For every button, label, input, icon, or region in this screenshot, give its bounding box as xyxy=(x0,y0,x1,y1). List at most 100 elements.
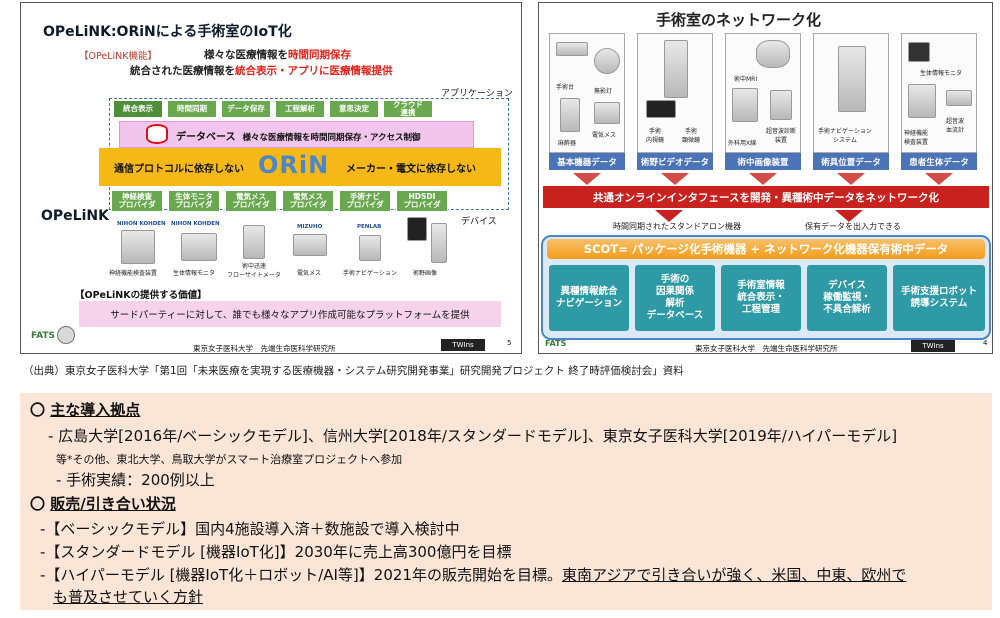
item-endoscope: 手術 内視鏡 xyxy=(646,128,665,144)
item-surgical-xray: 外科用X線 xyxy=(728,140,757,147)
device-brand-4: MIZUHO xyxy=(297,224,323,230)
sites-line-2: 等*その他、東北大学、鳥取大学がスマート治療室プロジェクトへ参加 xyxy=(56,453,403,466)
mri-image xyxy=(756,40,790,68)
provider-nerve-exam: 神経検査 プロバイダ xyxy=(111,190,163,212)
database-label: データベース 様々な医療情報を時間同期保存・アクセス制御 xyxy=(176,132,421,143)
tab-instrument-position: 術具位置データ xyxy=(813,153,889,170)
item-intraoperative-mri: 術中MRI xyxy=(734,76,758,83)
device-panel-basic: 手術台 無影灯 麻酔器 電気メス xyxy=(549,33,625,153)
provider-electrosurgical-2: 電気メス プロバイダ xyxy=(282,190,334,212)
right-slide: 手術室のネットワーク化 手術台 無影灯 麻酔器 電気メス 基本機器データ 手術 … xyxy=(538,2,993,354)
protocol-independent-text: 通信プロトコルに依存しない xyxy=(114,164,244,175)
device-caption-4: 電気メス xyxy=(297,270,322,277)
function-line-2: 統合された医療情報を統合表示・アプリに医療情報提供 xyxy=(130,65,393,77)
item-operating-table: 手術台 xyxy=(556,84,575,91)
device-panel-navigation: 手術ナビゲーション システム xyxy=(813,33,889,153)
endoscope-image xyxy=(646,100,676,118)
device-caption-1: 神経機能検査装置 xyxy=(109,270,158,277)
electrosurgical-image xyxy=(594,102,620,124)
provider-surgical-navi: 手術ナビ プロバイダ xyxy=(339,190,391,212)
tab-intraop-imaging: 術中画像装置 xyxy=(725,153,801,170)
tab-basic-device-data: 基本機器データ xyxy=(549,153,625,170)
arrow-down-icon xyxy=(655,210,683,222)
app-box-integrated-display: 統合表示 xyxy=(113,100,163,118)
database-icon xyxy=(146,124,168,144)
section-heading-sales: 〇 販売/引き合い状況 xyxy=(30,495,176,513)
sites-line-3: - 手術実績：200例以上 xyxy=(56,471,215,489)
provider-hdsdi: HDSDI プロバイダ xyxy=(396,190,448,212)
nerve-exam-icon xyxy=(908,84,936,118)
tab-surgical-video-data: 術野ビデオデータ xyxy=(637,153,713,170)
device-brand-5: PENLAB xyxy=(357,224,382,230)
device-panel-imaging: 術中MRI 外科用X線 超音波診断 装置 xyxy=(725,33,801,153)
operating-table-image xyxy=(556,42,588,56)
device-caption-5: 手術ナビゲーション xyxy=(343,270,397,277)
university-seal-icon xyxy=(57,326,75,344)
device-brand-1: NIHON KOHDEN xyxy=(117,221,166,227)
note-standalone-devices: 時間同期されたスタンドアロン機器 xyxy=(613,222,741,231)
flow-cytometer-image xyxy=(243,225,265,259)
hdsdi-device-image xyxy=(407,217,427,241)
section-heading-sites: 〇 主な導入拠点 xyxy=(30,401,141,419)
fats-logo: FATS xyxy=(31,331,56,341)
left-slide-title: OPeLiNK:ORiNによる手術室のIoT化 xyxy=(43,24,292,40)
outcome-device-monitoring: デバイス 稼働監視・ 不具合解析 xyxy=(807,265,887,331)
surgical-field-camera-image xyxy=(431,223,447,263)
app-box-time-sync: 時間同期 xyxy=(167,100,217,118)
sales-line-hyper-cont: も普及させていく方針 xyxy=(53,588,204,606)
arrow-down-icon xyxy=(835,210,863,222)
arrow-down-icon xyxy=(837,173,865,185)
device-panel-video: 手術 内視鏡 手術 顕微鏡 xyxy=(637,33,713,153)
outcome-causal-database: 手術の 因果関係 解析 データベース xyxy=(635,265,715,331)
orin-protocol-band xyxy=(99,148,501,186)
surgical-light-image xyxy=(594,48,620,74)
sites-line-1: - 広島大学[2016年/ベーシックモデル]、信州大学[2018年/スタンダード… xyxy=(48,427,898,445)
circle-marker-icon: 〇 xyxy=(30,401,46,419)
application-label: アプリケーション xyxy=(441,89,513,99)
arrow-down-icon xyxy=(661,173,689,185)
app-box-cloud-link: クラウド 連携 xyxy=(383,100,433,118)
sales-line-hyper: -【ハイパーモデル [機器IoT化＋ロボット/AI等]】2021年の販売開始を目… xyxy=(40,566,907,584)
c-arm-image xyxy=(732,88,758,122)
arrow-down-icon xyxy=(925,173,953,185)
value-label: 【OPeLiNKの提供する価値】 xyxy=(75,290,207,301)
function-label: 【OPeLiNK機能】 xyxy=(79,51,157,62)
note-data-io: 保有データを出入力できる xyxy=(805,222,901,231)
app-box-decision-making: 意思決定 xyxy=(329,100,379,118)
device-brand-2: NIHON KOHDEN xyxy=(171,221,220,227)
nerve-exam-device-image xyxy=(121,230,155,264)
outcome-robot-guidance: 手術支援ロボット 誘導システム xyxy=(893,265,985,331)
twins-logo: TWIns xyxy=(441,339,485,351)
arrow-down-icon xyxy=(573,173,601,185)
item-electrosurgical: 電気メス xyxy=(592,132,617,139)
device-panel-patient: 生体情報モニタ 神経機能 検査装置 超音波 血流計 xyxy=(901,33,977,153)
common-interface-band: 共通オンラインインタフェースを開発・異種術中データをネットワーク化 xyxy=(543,186,989,208)
orin-logo: ORiN xyxy=(258,151,330,179)
item-surgical-light: 無影灯 xyxy=(594,88,613,95)
item-nerve-exam: 神経機能 検査装置 xyxy=(904,130,929,146)
provider-electrosurgical-1: 電気メス プロバイダ xyxy=(225,190,277,212)
opelink-logo: OPeLiNK xyxy=(41,208,109,224)
device-caption-2: 生体情報モニタ xyxy=(173,270,216,277)
sales-line-basic: -【ベーシックモデル】国内4施設導入済＋数施設で導入検討中 xyxy=(40,520,460,538)
item-microscope: 手術 顕微鏡 xyxy=(682,128,701,144)
item-ultrasound: 超音波診断 装置 xyxy=(766,128,797,144)
tab-patient-vital-data: 患者生体データ xyxy=(901,153,977,170)
vital-monitor-icon xyxy=(908,42,930,62)
left-slide-footer: 東京女子医科大学 先端生命医科学研究所 xyxy=(193,344,336,353)
fats-logo: FATS xyxy=(545,339,567,348)
provider-vital-monitor: 生体モニタ プロバイダ xyxy=(168,190,220,212)
source-citation: （出典）東京女子医科大学「第1回「未来医療を実現する医療機器・システム研究開発事… xyxy=(23,365,684,377)
function-line-1: 様々な医療情報を時間同期保存 xyxy=(204,49,351,61)
outcome-or-info-display: 手術室情報 統合表示・ 工程管理 xyxy=(721,265,801,331)
outcome-heterogeneous-navigation: 異種情報統合 ナビゲーション xyxy=(549,265,629,331)
summary-panel: 〇 主な導入拠点 - 広島大学[2016年/ベーシックモデル]、信州大学[201… xyxy=(20,393,992,610)
sales-line-standard: -【スタンダードモデル [機器IoT化]】2030年に売上高300億円を目標 xyxy=(40,543,512,561)
vital-monitor-image xyxy=(181,233,217,261)
item-anesthesia: 麻酔器 xyxy=(558,140,577,147)
device-caption-6: 術野画像 xyxy=(413,270,438,277)
item-vital-monitor: 生体情報モニタ xyxy=(920,70,963,77)
device-label: デバイス xyxy=(461,217,497,227)
right-slide-footer: 東京女子医科大学 先端生命医科学研究所 xyxy=(695,344,838,353)
value-statement: サードパーティーに対して、誰でも様々なアプリ作成可能なプラットフォームを提供 xyxy=(79,301,501,327)
